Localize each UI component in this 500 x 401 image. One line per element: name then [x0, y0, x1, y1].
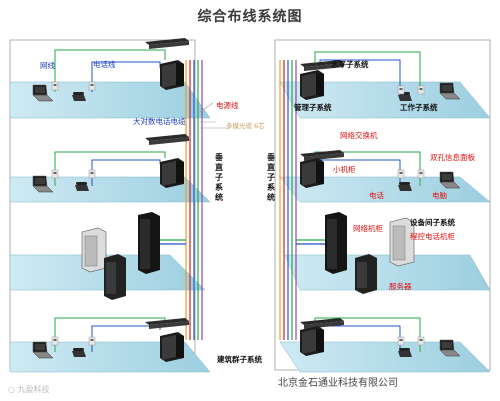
right-phone-f4: [398, 348, 412, 357]
label-horizontal-subsystem: 水平子系统: [331, 60, 369, 69]
label-dual-outlet: 双孔信息面板: [430, 153, 475, 162]
right-outlet-f2b: [397, 169, 405, 179]
left-rack-small: [81, 227, 107, 273]
right-floor-3: [284, 254, 491, 291]
left-rack-tall: [138, 212, 160, 274]
watermark-right: 北京金石通业科技有限公司: [278, 378, 398, 389]
right-outlet-f1a: [417, 85, 425, 95]
left-outlet-f1a: [51, 81, 59, 91]
right-outlet-f2a: [417, 169, 425, 179]
right-phone-f2: [398, 182, 412, 191]
left-cabinet-f1: [160, 60, 184, 90]
right-outlet-f4a: [417, 336, 425, 346]
left-floor-1: [9, 81, 211, 119]
left-outlet-f4b: [88, 336, 96, 346]
left-phone-f2: [75, 182, 89, 191]
left-cabinet-f2: [160, 158, 184, 188]
label-network-switch: 网络交换机: [340, 131, 378, 140]
right-cabinet-f2: [300, 158, 324, 188]
label-vertical-subsystem-left: 垂直子系统: [215, 153, 223, 202]
left-switch-f4: [145, 318, 189, 329]
label-fiber-cable: 多模光缆 6芯: [226, 122, 265, 130]
label-network-cabinet: 网络机柜: [353, 224, 383, 233]
left-phone-f4: [72, 348, 86, 357]
left-riser-cables: [185, 60, 203, 340]
left-phone-f1: [72, 92, 86, 101]
right-server: [355, 254, 377, 294]
right-outlet-f4b: [397, 336, 405, 346]
right-outlet-f1b: [397, 85, 405, 95]
right-cabinet-f4: [300, 326, 324, 356]
inter-building-cables: [150, 239, 335, 245]
label-phone: 电话: [369, 191, 384, 200]
label-management-subsystem: 管理子系统: [294, 103, 332, 112]
label-network-line: 网线: [40, 61, 55, 70]
label-power-line: 电源线: [216, 101, 239, 110]
right-riser-cables: [279, 60, 297, 340]
right-switch-f4: [300, 318, 344, 329]
left-outlet-f1b: [88, 81, 96, 91]
page-title: 综合布线系统图: [197, 9, 303, 25]
left-outlet-f4a: [51, 336, 59, 346]
right-rack-small: [389, 217, 415, 267]
label-backbone-cable: 大对数电话电缆: [133, 117, 186, 126]
label-vertical-subsystem-right: 垂直子系统: [267, 153, 275, 202]
label-building-complex-subsystem: 建筑群子系统: [217, 355, 262, 364]
left-outlet-f2b: [88, 169, 96, 179]
cable-callout-leader: [199, 102, 230, 129]
left-cabinet-f4: [160, 332, 184, 362]
left-switch-f2: [145, 134, 189, 145]
label-pbx-cabinet: 程控电话机柜: [410, 232, 455, 241]
label-equipment-room-subsystem: 设备间子系统: [410, 218, 455, 227]
right-building-outline: [274, 39, 491, 371]
label-phone-line: 电话线: [93, 60, 116, 69]
right-cabinet-f1: [300, 70, 324, 100]
label-server: 服务器: [389, 282, 412, 291]
label-small-cabinet: 小机柜: [333, 165, 356, 174]
left-server: [104, 254, 126, 300]
label-computer: 电脑: [432, 191, 447, 200]
label-work-area-subsystem: 工作子系统: [400, 103, 438, 112]
watermark-left: ○ 九盈科技: [8, 385, 50, 394]
right-rack-tall: [325, 212, 347, 274]
left-outlet-f2a: [51, 169, 59, 179]
